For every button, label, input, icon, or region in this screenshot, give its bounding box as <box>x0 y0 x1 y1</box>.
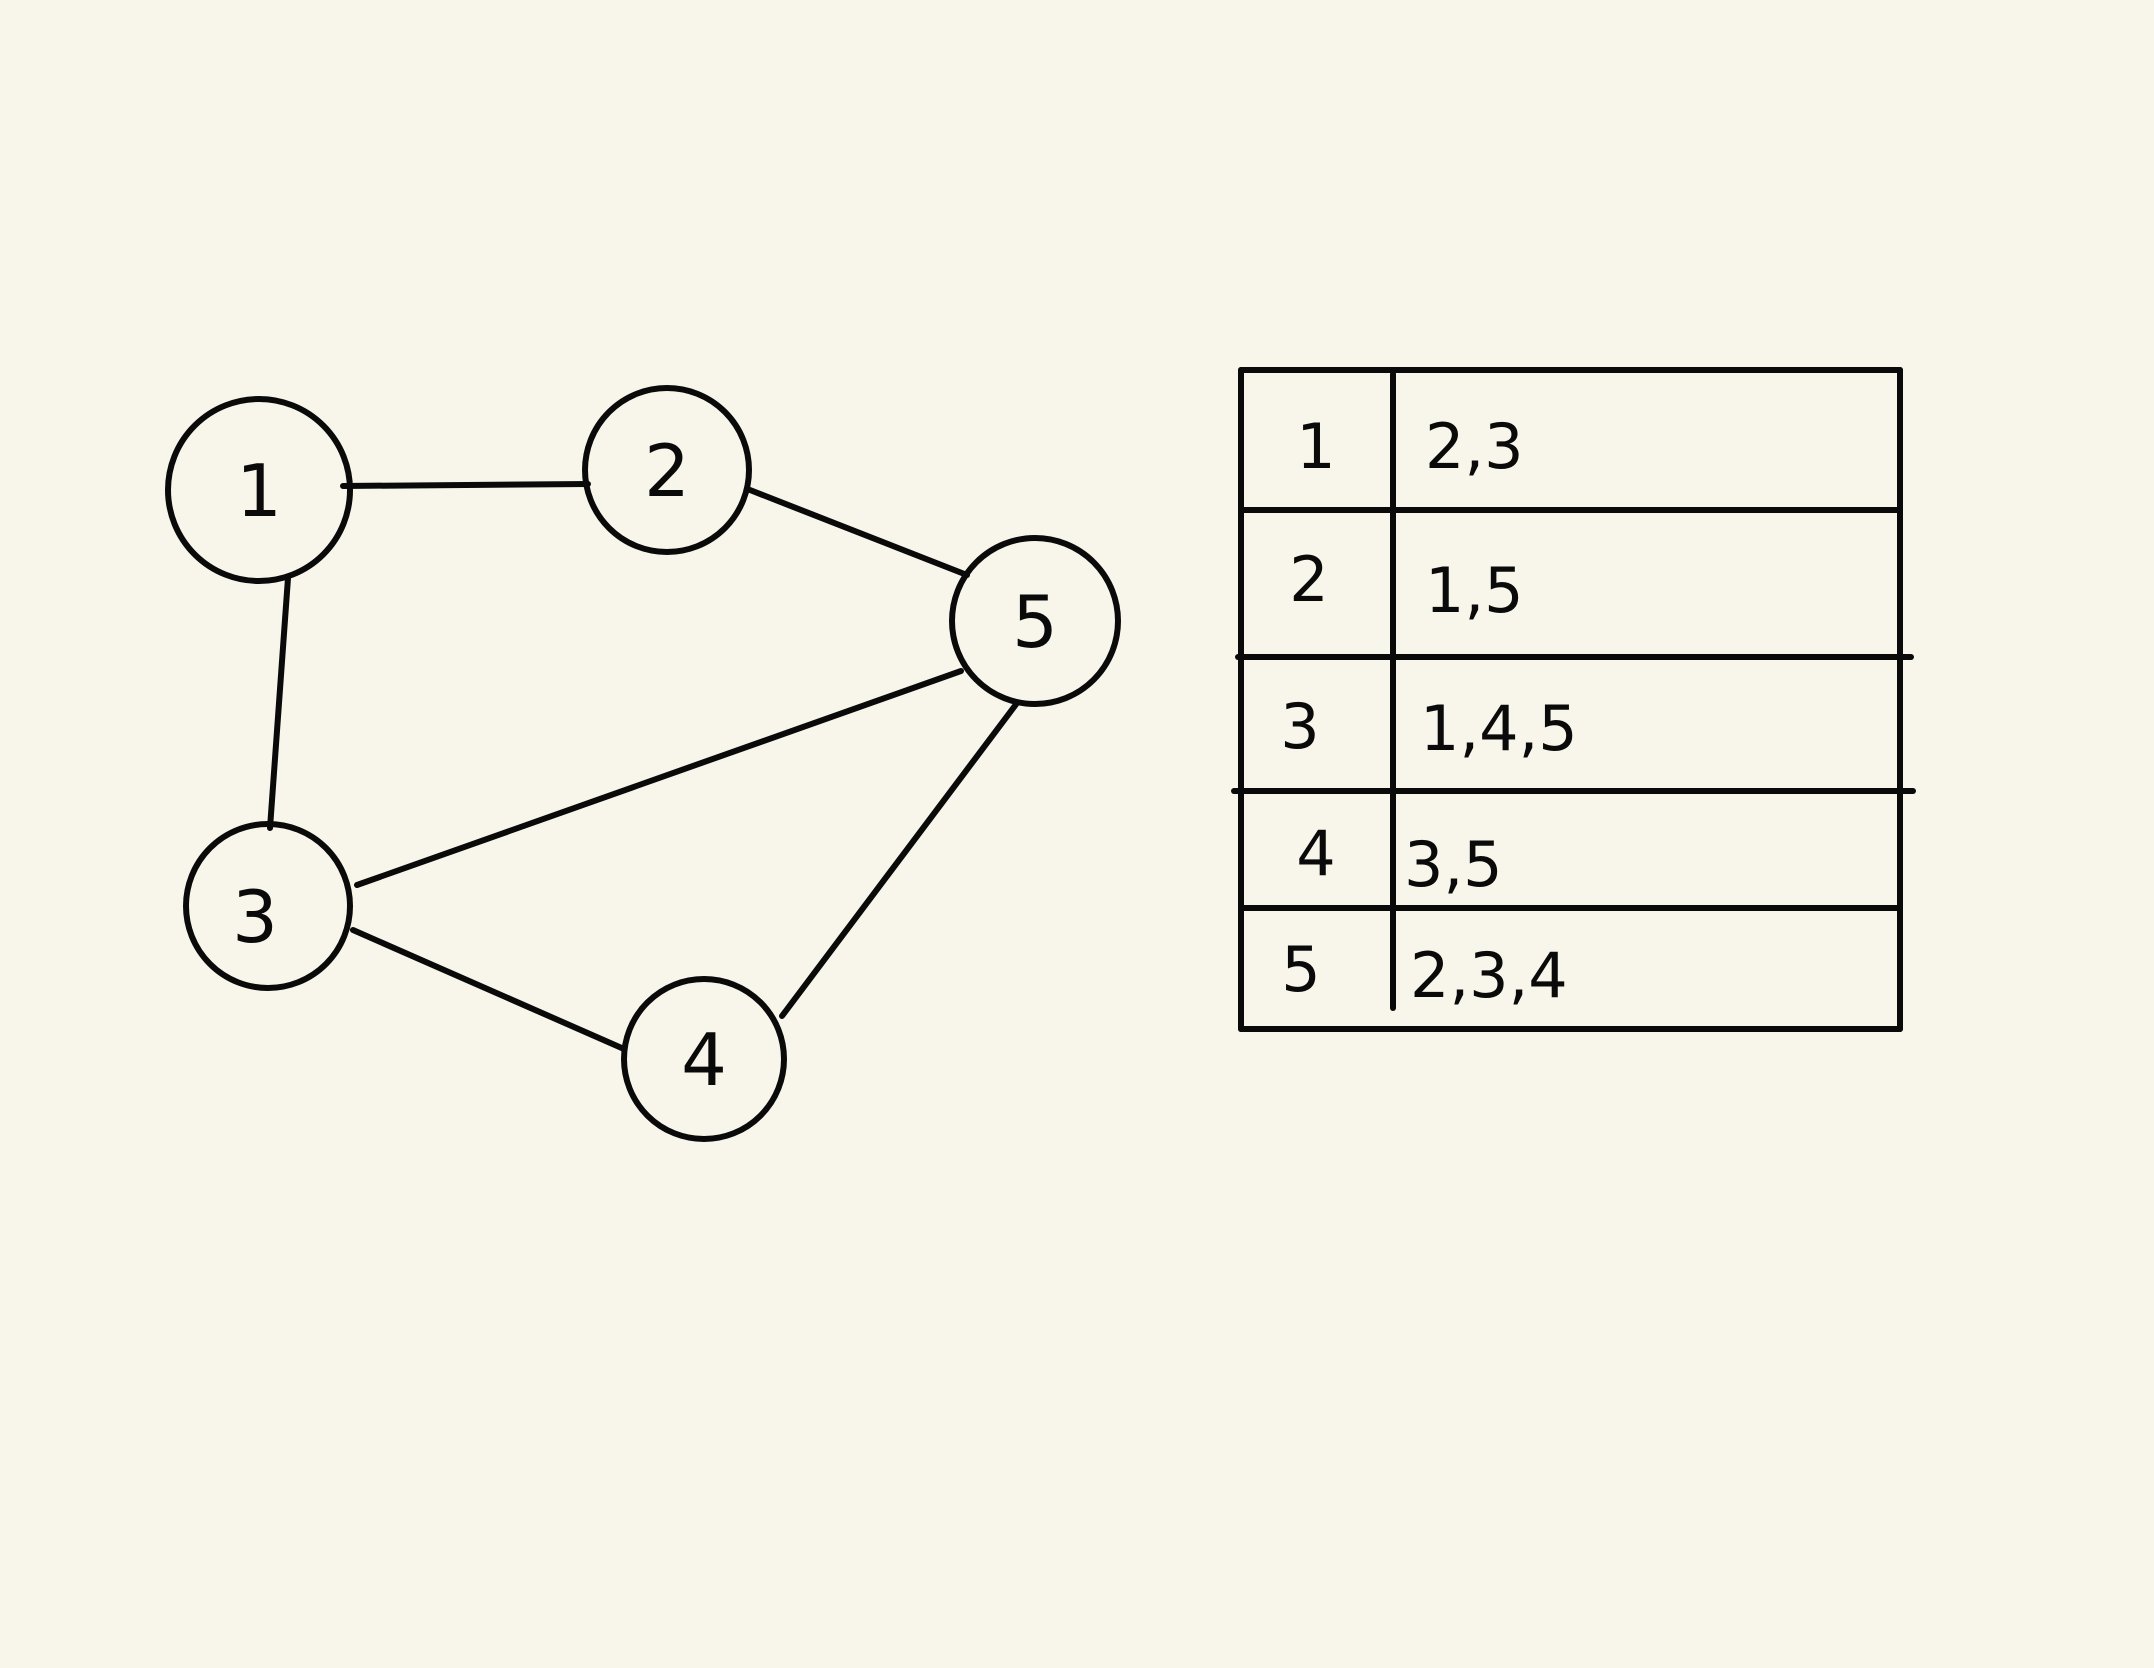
node-label: 3 <box>232 875 278 959</box>
node-circle <box>165 396 353 584</box>
neighbors-cell: 2,3 <box>1425 410 1524 483</box>
node-3: 3 <box>183 821 353 991</box>
graph-edges <box>267 481 1020 1052</box>
edge-3-4 <box>350 927 627 1052</box>
node-circle <box>582 385 752 555</box>
neighbors-cell: 1,4,5 <box>1420 692 1578 765</box>
edge-1-3 <box>267 575 291 831</box>
vertex-cell: 2 <box>1289 543 1328 616</box>
table-row: 4 3,5 <box>1296 817 1502 901</box>
node-label: 1 <box>236 449 282 533</box>
node-circle <box>621 976 787 1142</box>
node-4: 4 <box>621 976 787 1142</box>
adjacency-table: 1 2,3 2 1,5 3 1,4,5 4 3,5 5 2,3,4 <box>1231 367 1916 1032</box>
neighbors-cell: 3,5 <box>1404 828 1503 901</box>
edge-1-2 <box>340 481 591 489</box>
node-5: 5 <box>949 535 1121 707</box>
node-circle <box>949 535 1121 707</box>
neighbors-cell: 1,5 <box>1425 554 1524 627</box>
node-label: 2 <box>644 429 690 513</box>
edge-4-5 <box>779 700 1020 1019</box>
node-2: 2 <box>582 385 752 555</box>
table-row: 3 1,4,5 <box>1280 690 1577 765</box>
graph-nodes: 1 2 3 4 5 <box>165 385 1121 1142</box>
vertex-cell: 1 <box>1296 410 1335 483</box>
neighbors-cell: 2,3,4 <box>1410 939 1568 1012</box>
vertex-cell: 4 <box>1296 817 1335 890</box>
table-row: 2 1,5 <box>1289 543 1523 627</box>
node-label: 4 <box>681 1018 727 1102</box>
node-1: 1 <box>165 396 353 584</box>
node-circle <box>183 821 353 991</box>
vertex-cell: 5 <box>1281 933 1320 1006</box>
table-row: 5 2,3,4 <box>1281 933 1567 1012</box>
edge-2-5 <box>747 487 970 578</box>
node-label: 5 <box>1012 580 1058 664</box>
table-row: 1 2,3 <box>1296 410 1523 483</box>
edge-3-5 <box>354 668 964 888</box>
vertex-cell: 3 <box>1280 690 1319 763</box>
